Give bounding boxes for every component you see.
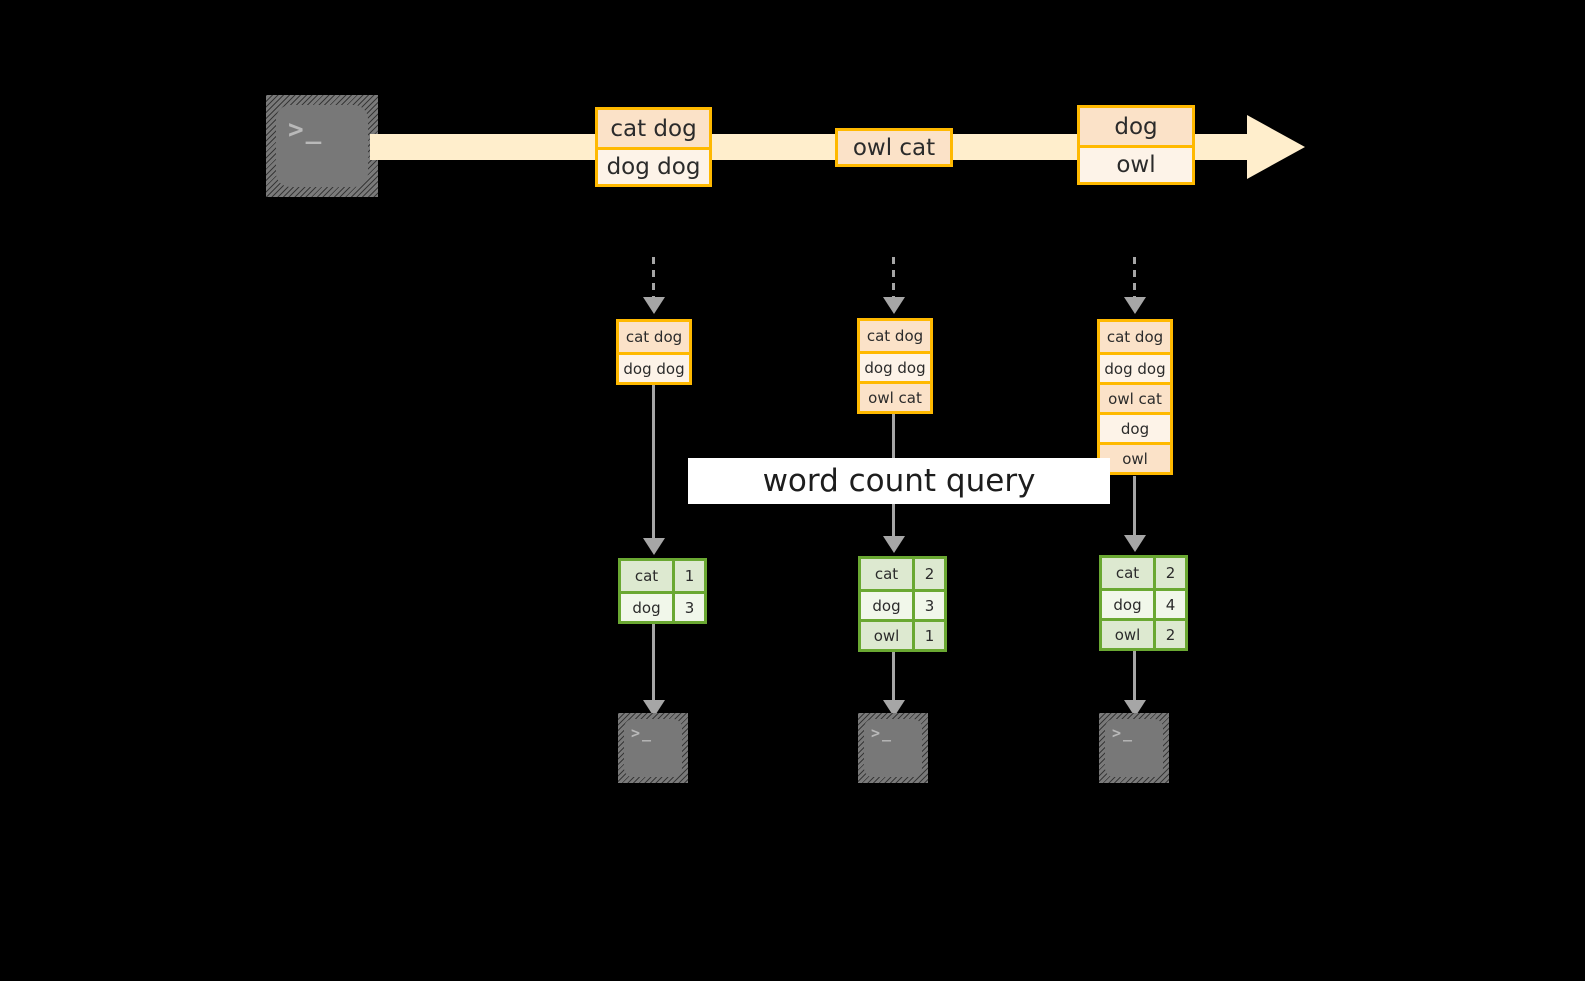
batch-2-input-table: cat dog dog dog owl cat (857, 318, 933, 414)
batch-input-line: dog (1100, 412, 1170, 442)
batch-2-sink-arrowhead (883, 700, 905, 717)
batch-2-output-table: cat 2 dog 3 owl 1 (858, 556, 947, 652)
table-cell-word: owl (1102, 621, 1153, 648)
batch-input-line: owl cat (860, 381, 930, 411)
table-cell-count: 1 (672, 561, 704, 591)
batch-1-trigger-arrowhead (643, 297, 665, 314)
batch-2-query-arrowhead (883, 536, 905, 553)
table-cell-count: 3 (912, 592, 944, 619)
batch-1-input-table: cat dog dog dog (616, 319, 692, 385)
stream-record-line: dog dog (598, 147, 709, 184)
table-row: cat 2 (861, 559, 944, 589)
batch-input-line: owl cat (1100, 382, 1170, 412)
batch-3-output-table: cat 2 dog 4 owl 2 (1099, 555, 1188, 651)
table-cell-count: 2 (1153, 621, 1185, 648)
terminal-prompt-label: >_ (631, 724, 654, 742)
table-cell-word: dog (621, 594, 672, 621)
batch-input-line: dog dog (619, 352, 689, 382)
table-row: cat 1 (621, 561, 704, 591)
source-terminal-icon: >_ (266, 95, 378, 197)
table-cell-count: 2 (912, 559, 944, 589)
table-cell-count: 4 (1153, 591, 1185, 618)
batch-1-sink-terminal-icon: >_ (618, 713, 688, 783)
terminal-prompt-label: >_ (288, 115, 324, 145)
terminal-face (1105, 719, 1163, 777)
batch-3-sink-arrowhead (1124, 700, 1146, 717)
batch-3-sink-terminal-icon: >_ (1099, 713, 1169, 783)
table-row: dog 3 (621, 591, 704, 621)
batch-3-trigger-arrowhead (1124, 297, 1146, 314)
stream-arrow-head (1247, 115, 1305, 179)
batch-3-query-connector (1133, 476, 1136, 538)
batch-input-line: cat dog (860, 321, 930, 351)
table-cell-word: cat (1102, 558, 1153, 588)
table-cell-word: owl (861, 622, 912, 649)
batch-input-line: cat dog (619, 322, 689, 352)
batch-1-query-arrowhead (643, 538, 665, 555)
terminal-face (276, 105, 368, 187)
batch-input-line: dog dog (860, 351, 930, 381)
terminal-prompt-label: >_ (871, 724, 894, 742)
stream-record-line: owl (1080, 145, 1192, 182)
batch-3-trigger-connector (1133, 257, 1136, 299)
batch-1-output-table: cat 1 dog 3 (618, 558, 707, 624)
batch-3-query-arrowhead (1124, 535, 1146, 552)
stream-record-line: cat dog (598, 110, 709, 147)
batch-1-sink-connector (652, 624, 655, 702)
table-row: cat 2 (1102, 558, 1185, 588)
table-cell-count: 3 (672, 594, 704, 621)
batch-2-trigger-connector (892, 257, 895, 299)
batch-input-line: dog dog (1100, 352, 1170, 382)
table-cell-word: cat (861, 559, 912, 589)
batch-1-query-connector (652, 385, 655, 540)
stream-record-line: owl cat (838, 131, 950, 164)
query-label: word count query (688, 458, 1110, 504)
batch-1-sink-arrowhead (643, 700, 665, 717)
stream-record-line: dog (1080, 108, 1192, 145)
stream-record-1: cat dog dog dog (595, 107, 712, 187)
table-row: dog 4 (1102, 588, 1185, 618)
terminal-face (864, 719, 922, 777)
batch-2-trigger-arrowhead (883, 297, 905, 314)
table-cell-word: dog (1102, 591, 1153, 618)
table-cell-count: 2 (1153, 558, 1185, 588)
stream-record-3: dog owl (1077, 105, 1195, 185)
table-row: owl 1 (861, 619, 944, 649)
batch-3-sink-connector (1133, 651, 1136, 702)
batch-2-sink-terminal-icon: >_ (858, 713, 928, 783)
table-cell-count: 1 (912, 622, 944, 649)
table-row: dog 3 (861, 589, 944, 619)
table-cell-word: cat (621, 561, 672, 591)
terminal-face (624, 719, 682, 777)
batch-2-sink-connector (892, 652, 895, 702)
batch-3-input-table: cat dog dog dog owl cat dog owl (1097, 319, 1173, 475)
terminal-prompt-label: >_ (1112, 724, 1135, 742)
batch-input-line: owl (1100, 442, 1170, 472)
batch-1-trigger-connector (652, 257, 655, 299)
table-row: owl 2 (1102, 618, 1185, 648)
table-cell-word: dog (861, 592, 912, 619)
batch-input-line: cat dog (1100, 322, 1170, 352)
stream-record-2: owl cat (835, 128, 953, 167)
